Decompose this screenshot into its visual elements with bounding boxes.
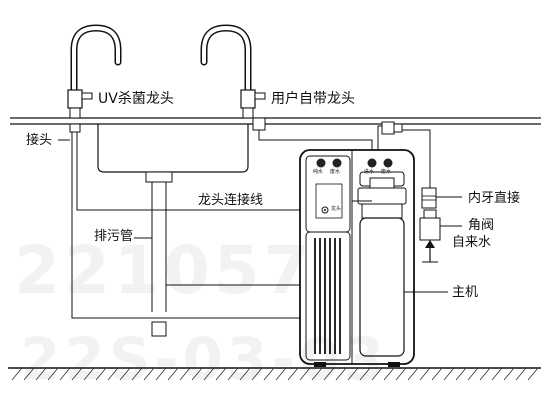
faucet-cable-label: 龙头连接线 xyxy=(198,193,264,208)
sink-drain-outlet xyxy=(145,171,173,183)
watermark-line-2: 22S-03-03 xyxy=(20,325,389,393)
angle-valve-label: 角阀 xyxy=(468,218,495,233)
tap-water-arrow-icon xyxy=(422,240,438,263)
tap-water-label: 自来水 xyxy=(452,235,492,250)
drain-pipe xyxy=(151,182,167,337)
top-fitting xyxy=(381,121,403,135)
main-unit xyxy=(299,149,415,367)
uv-faucet xyxy=(67,24,122,133)
panel-label-tap-in: 进水 xyxy=(364,169,375,175)
floor xyxy=(8,367,541,381)
countertop xyxy=(10,117,541,125)
joint-label: 接头 xyxy=(26,133,53,148)
inner-thread-fitting-icon xyxy=(421,187,462,209)
sink-bowl xyxy=(97,124,249,173)
panel-label-pure-water: 纯水 xyxy=(313,169,324,175)
gear-icon xyxy=(321,206,329,214)
drain-pipe-label: 排污管 xyxy=(94,229,134,244)
main-unit-label: 主机 xyxy=(452,285,479,300)
inner-thread-fitting-label: 内牙直接 xyxy=(468,191,521,206)
user-faucet-label: 用户自带龙头 xyxy=(271,91,355,107)
user-faucet xyxy=(200,24,266,131)
uv-faucet-label: UV杀菌龙头 xyxy=(98,91,174,107)
panel-label-waste-water: 废水 xyxy=(330,169,341,175)
panel-label-waste-out: 废水 xyxy=(381,169,392,175)
leader-lines xyxy=(134,200,448,293)
watermark-line-1: 221057 xyxy=(14,232,314,309)
panel-label-faucet: 龙头 xyxy=(331,206,342,212)
